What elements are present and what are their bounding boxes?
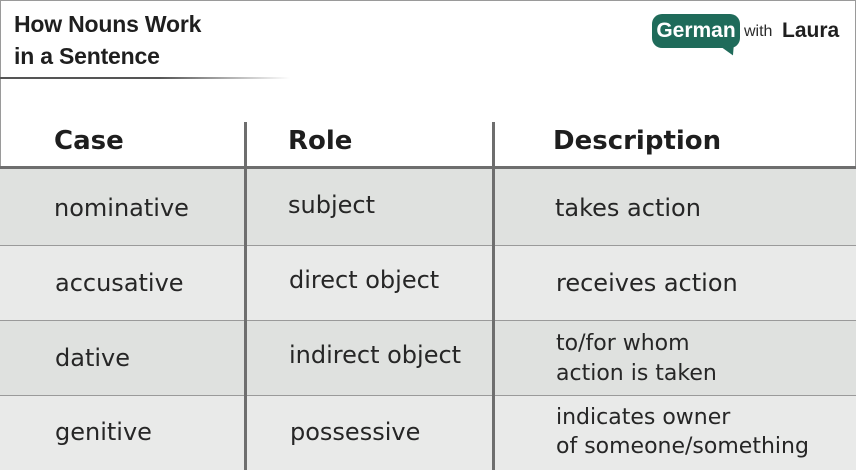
- logo-laura-text: Laura: [782, 19, 840, 42]
- logo-german-text: German: [656, 19, 736, 42]
- cell-role: subject: [288, 191, 375, 219]
- cell-description-line-2: action is taken: [556, 361, 717, 386]
- cell-case: genitive: [55, 418, 152, 446]
- logo-with-text: with: [744, 23, 773, 40]
- cell-case: nominative: [54, 194, 189, 222]
- header-role: Role: [288, 126, 353, 156]
- speech-bubble-icon: [652, 14, 740, 48]
- page-title: How Nouns Work in a Sentence: [14, 8, 201, 72]
- cell-role: possessive: [290, 418, 421, 446]
- cell-description-line-2: of someone/something: [556, 434, 809, 459]
- cell-role: direct object: [289, 266, 440, 294]
- table-row: accusative direct object receives action: [0, 246, 856, 321]
- header-divider: [0, 166, 856, 169]
- table-header: Case Role Description: [0, 122, 856, 168]
- title-line-1: How Nouns Work: [14, 11, 202, 37]
- title-line-2: in a Sentence: [14, 43, 160, 69]
- column-divider: [492, 122, 495, 470]
- header-case: Case: [54, 126, 124, 156]
- cell-description: receives action: [556, 269, 738, 297]
- cell-description-line-1: to/for whom: [556, 331, 690, 356]
- cell-description: takes action: [555, 194, 701, 222]
- cell-case: dative: [55, 344, 130, 372]
- brand-logo: German with Laura: [652, 14, 844, 59]
- column-divider: [244, 122, 247, 470]
- header-description: Description: [553, 126, 722, 156]
- title-underline: [0, 77, 290, 79]
- cell-case: accusative: [55, 269, 184, 297]
- cell-description-line-1: indicates owner: [556, 405, 731, 430]
- table-row: dative indirect object to/for whom actio…: [0, 321, 856, 396]
- table-row: genitive possessive indicates owner of s…: [0, 396, 856, 470]
- cell-role: indirect object: [289, 341, 462, 369]
- table-row: nominative subject takes action: [0, 169, 856, 246]
